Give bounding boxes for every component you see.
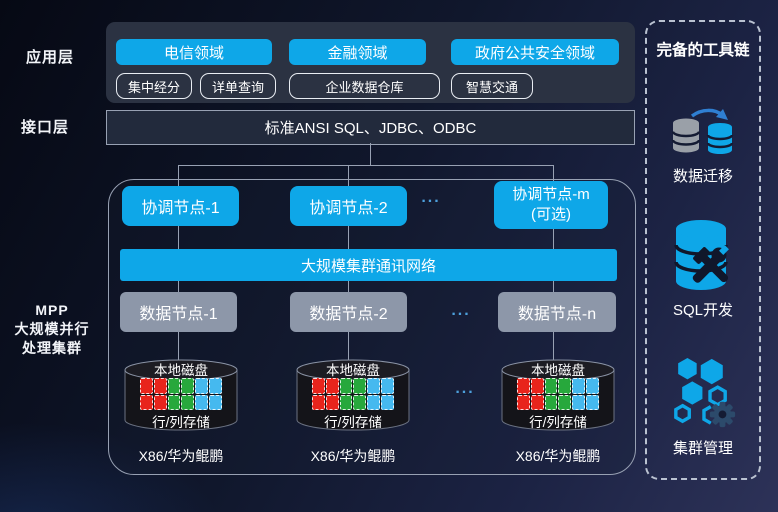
tool-label: SQL开发: [672, 302, 733, 319]
app-layer-label: 应用层: [25, 49, 74, 66]
toolchain-title: 完备的工具链: [656, 42, 750, 59]
storage-cell: [325, 378, 339, 394]
local-disk: 本地磁盘 行/列存储: [495, 358, 621, 432]
storage-cell: [325, 394, 339, 410]
interface-layer-label: 接口层: [20, 119, 69, 136]
storage-cell: [153, 378, 167, 394]
storage-cell: [530, 378, 544, 394]
storage-cell: [153, 394, 167, 410]
storage-cell: [339, 378, 353, 394]
data-node: 数据节点-n: [498, 292, 616, 332]
storage-cell: [586, 378, 599, 394]
local-disk: 本地磁盘 行/列存储: [118, 358, 244, 432]
interface-standards-box: 标准ANSI SQL、JDBC、ODBC: [106, 110, 635, 145]
sql-development-icon: [674, 220, 729, 290]
disk-storage-label: 行/列存储: [324, 415, 382, 430]
tool-item-cluster-management: 集群管理: [647, 356, 759, 458]
data-node-ellipsis: ...: [451, 302, 471, 319]
app-pill: 智慧交通: [451, 73, 533, 99]
mpp-label-line1: MPP: [35, 302, 69, 318]
tool-item-data-migration: 数据迁移: [647, 108, 759, 186]
host-label: X86/华为鲲鹏: [515, 448, 601, 464]
storage-cell: [572, 394, 586, 410]
storage-cell: [558, 394, 572, 410]
disk-storage-label: 行/列存储: [152, 415, 210, 430]
row-column-storage-cells: [312, 378, 394, 410]
mpp-label-line3: 处理集群: [22, 340, 82, 356]
storage-cell: [195, 378, 209, 394]
storage-cell: [367, 378, 381, 394]
disk-title: 本地磁盘: [154, 363, 208, 378]
storage-cell: [558, 378, 572, 394]
storage-cell: [167, 378, 181, 394]
disk-title: 本地磁盘: [326, 363, 380, 378]
coordinator-ellipsis: ...: [421, 189, 441, 206]
domain-pill-government: 政府公共安全领域: [451, 39, 619, 65]
storage-cell: [381, 394, 394, 410]
storage-cell: [209, 378, 222, 394]
storage-cell: [140, 394, 153, 410]
host-label: X86/华为鲲鹏: [310, 448, 396, 464]
coordinator-node: 协调节点-1: [122, 186, 239, 226]
row-column-storage-cells: [517, 378, 599, 410]
application-layer-panel: 电信领域 金融领域 政府公共安全领域 集中经分 详单查询 企业数据仓库 智慧交通: [106, 22, 635, 103]
connector-line: [178, 165, 554, 166]
row-column-storage-cells: [140, 378, 222, 410]
data-migration-icon: [671, 108, 734, 154]
storage-cell: [181, 394, 195, 410]
disk-ellipsis: ...: [455, 380, 475, 397]
coordinator-node-sublabel: (可选): [531, 206, 571, 223]
storage-cell: [353, 394, 367, 410]
storage-cell: [367, 394, 381, 410]
domain-pill-telecom: 电信领域: [116, 39, 272, 65]
tool-label: 集群管理: [672, 440, 733, 457]
coordinator-node-optional: 协调节点-m (可选): [494, 181, 608, 229]
app-pill: 详单查询: [200, 73, 276, 99]
storage-cell: [517, 394, 530, 410]
storage-cell: [353, 378, 367, 394]
tool-item-sql-development: SQL开发: [647, 218, 759, 320]
coordinator-node: 协调节点-2: [290, 186, 407, 226]
storage-cell: [572, 378, 586, 394]
host-label: X86/华为鲲鹏: [138, 448, 224, 464]
storage-cell: [517, 378, 530, 394]
coordinator-node-label: 协调节点-m: [512, 186, 590, 203]
cluster-management-icon: [674, 357, 736, 428]
storage-cell: [544, 378, 558, 394]
storage-cell: [167, 394, 181, 410]
storage-cell: [195, 394, 209, 410]
mpp-layer-label: MPP 大规模并行 处理集群: [8, 301, 96, 358]
data-node: 数据节点-2: [290, 292, 407, 332]
app-pill: 企业数据仓库: [289, 73, 440, 99]
domain-pill-finance: 金融领域: [289, 39, 426, 65]
storage-cell: [312, 394, 325, 410]
mpp-label-line2: 大规模并行: [14, 321, 90, 337]
local-disk: 本地磁盘 行/列存储: [290, 358, 416, 432]
disk-storage-label: 行/列存储: [529, 415, 587, 430]
storage-cell: [312, 378, 325, 394]
app-pill: 集中经分: [116, 73, 192, 99]
disk-title: 本地磁盘: [531, 363, 585, 378]
storage-cell: [530, 394, 544, 410]
data-node: 数据节点-1: [120, 292, 237, 332]
storage-cell: [140, 378, 153, 394]
storage-cell: [339, 394, 353, 410]
cluster-network-bar: 大规模集群通讯网络: [120, 249, 617, 281]
storage-cell: [544, 394, 558, 410]
tool-label: 数据迁移: [672, 168, 733, 185]
storage-cell: [586, 394, 599, 410]
storage-cell: [209, 394, 222, 410]
storage-cell: [181, 378, 195, 394]
storage-cell: [381, 378, 394, 394]
connector-line: [370, 143, 371, 165]
toolchain-panel: 完备的工具链 数据迁移: [645, 20, 761, 480]
